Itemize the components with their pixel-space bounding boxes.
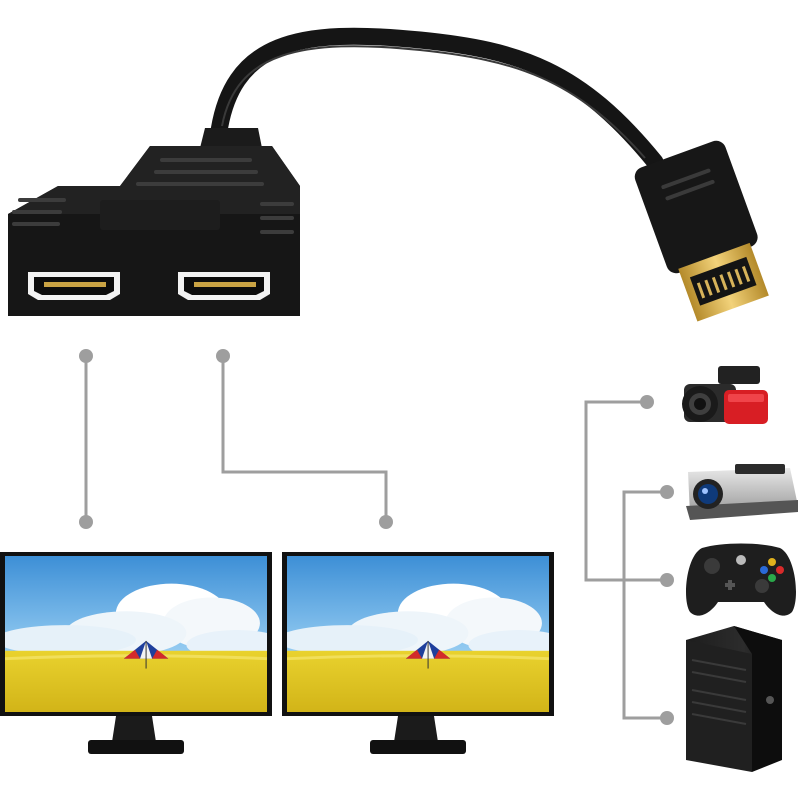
connector-dots xyxy=(79,349,674,725)
hdmi-female-port-icon xyxy=(28,272,120,300)
monitor-icon xyxy=(282,552,554,754)
monitor-icon xyxy=(0,552,272,754)
camcorder-icon xyxy=(682,366,768,424)
hdmi-female-port-icon xyxy=(178,272,270,300)
connector-lines xyxy=(84,354,669,720)
hdmi-male-plug-icon xyxy=(634,140,769,322)
desktop-pc-tower-icon xyxy=(686,626,782,772)
projector-icon xyxy=(686,464,798,520)
hdmi-cable xyxy=(209,27,664,171)
game-controller-icon xyxy=(686,543,796,616)
